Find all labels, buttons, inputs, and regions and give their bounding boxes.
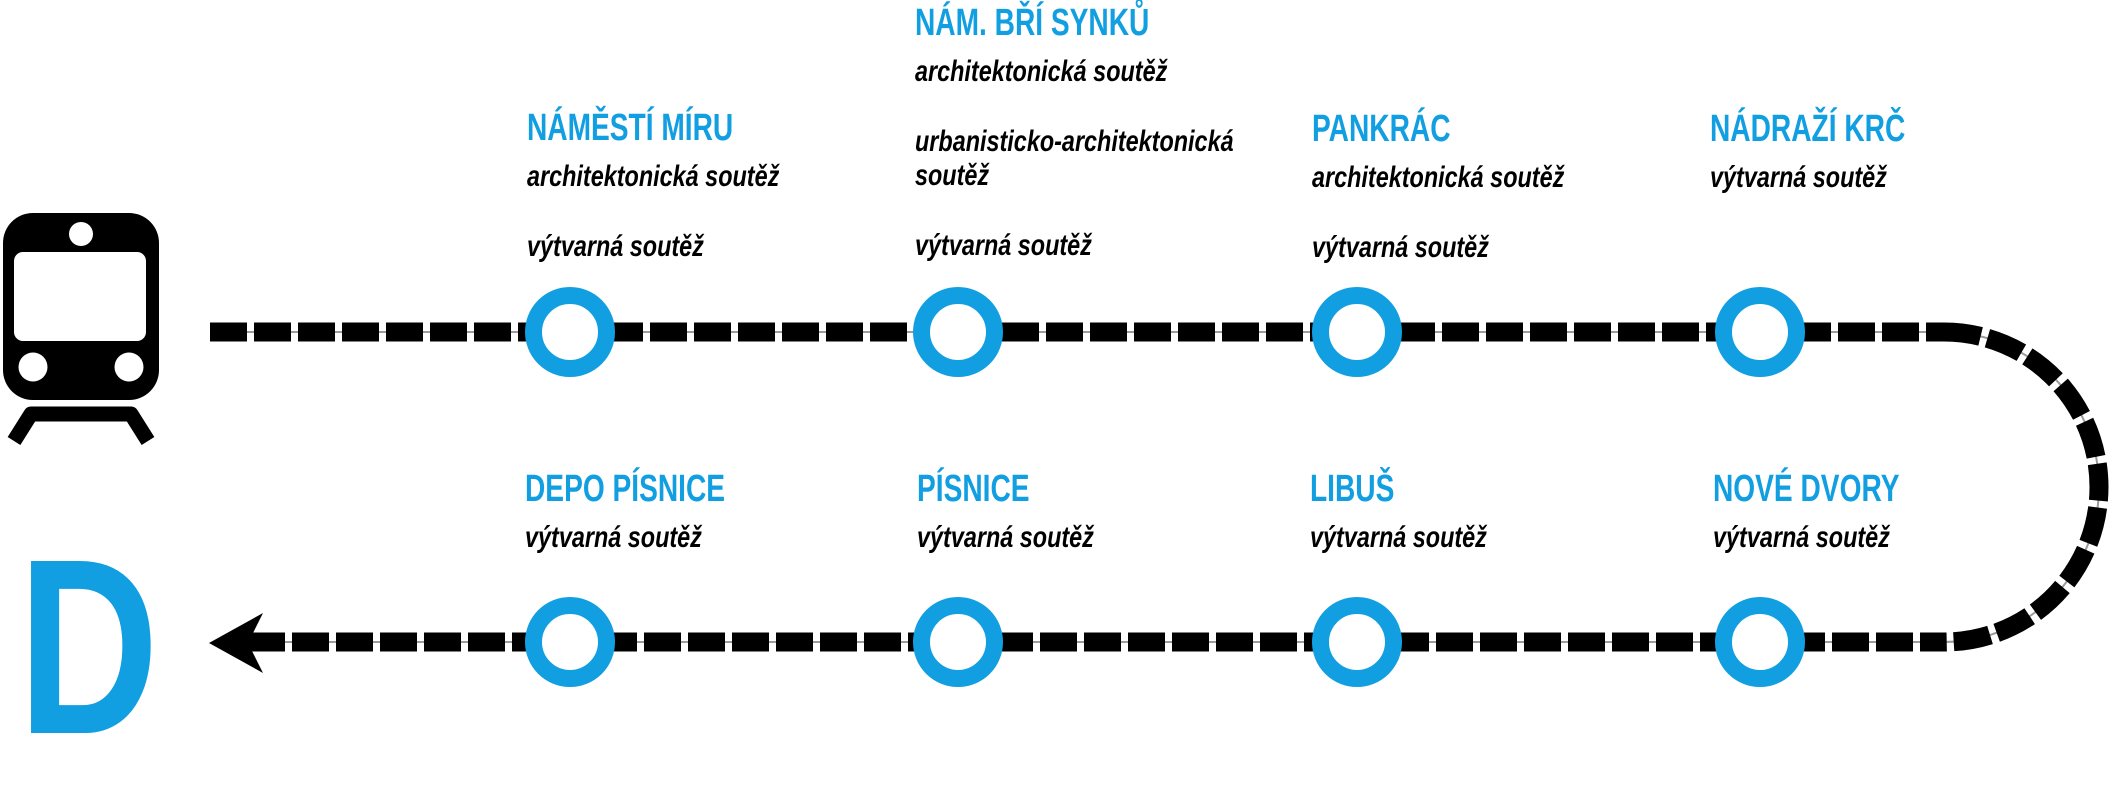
station-nove-dvory: NOVÉ DVORY výtvarná soutěž	[1713, 469, 1965, 555]
station-markers-top	[525, 287, 1805, 377]
station-name: LIBUŠ	[1310, 468, 1395, 510]
station-name: PÍSNICE	[917, 468, 1030, 510]
station-name: PANKRÁC	[1312, 108, 1451, 150]
station-ring-icon	[913, 287, 1003, 377]
station-ring-icon	[1312, 287, 1402, 377]
station-competition: výtvarná soutěž	[527, 230, 704, 263]
station-namesti-miru: NÁMĚSTÍ MÍRU architektonická soutěž výtv…	[527, 108, 850, 264]
station-name: NÁDRAŽÍ KRČ	[1710, 108, 1906, 150]
station-name: NOVÉ DVORY	[1713, 468, 1900, 510]
line-letter-d: D	[18, 507, 159, 786]
station-nam-bri-synku: NÁM. BŘÍ SYNKŮ architektonická soutěž ur…	[915, 3, 1375, 263]
station-name: DEPO PÍSNICE	[525, 468, 726, 510]
station-competition: výtvarná soutěž	[917, 521, 1094, 554]
station-pisnice: PÍSNICE výtvarná soutěž	[917, 469, 1144, 555]
station-competition: architektonická soutěž	[915, 55, 1168, 88]
station-nadrazi-krc: NÁDRAŽÍ KRČ výtvarná soutěž	[1710, 109, 1974, 195]
station-competition: výtvarná soutěž	[525, 521, 702, 554]
station-ring-icon	[1715, 597, 1805, 687]
station-competition: výtvarná soutěž	[1312, 231, 1489, 264]
station-competition: výtvarná soutěž	[1710, 161, 1887, 194]
arrow-left-icon	[209, 613, 263, 673]
station-competition: výtvarná soutěž	[1713, 521, 1890, 554]
station-competition: výtvarná soutěž	[915, 229, 1092, 262]
station-competition: výtvarná soutěž	[1310, 521, 1487, 554]
train-front-icon	[3, 213, 159, 445]
station-ring-icon	[525, 287, 615, 377]
station-name: NÁM. BŘÍ SYNKŮ	[915, 2, 1150, 44]
station-markers-bottom	[525, 597, 1805, 687]
station-pankrac: PANKRÁC architektonická soutěž výtvarná …	[1312, 109, 1635, 265]
station-depo-pisnice: DEPO PÍSNICE výtvarná soutěž	[525, 469, 795, 555]
station-ring-icon	[525, 597, 615, 687]
station-competition: urbanisticko-architektonická soutěž	[915, 125, 1234, 192]
station-ring-icon	[1715, 287, 1805, 377]
station-competition: architektonická soutěž	[527, 160, 780, 193]
station-competition: architektonická soutěž	[1312, 161, 1565, 194]
station-name: NÁMĚSTÍ MÍRU	[527, 107, 734, 149]
station-ring-icon	[1312, 597, 1402, 687]
station-ring-icon	[913, 597, 1003, 687]
station-libus: LIBUŠ výtvarná soutěž	[1310, 469, 1537, 555]
